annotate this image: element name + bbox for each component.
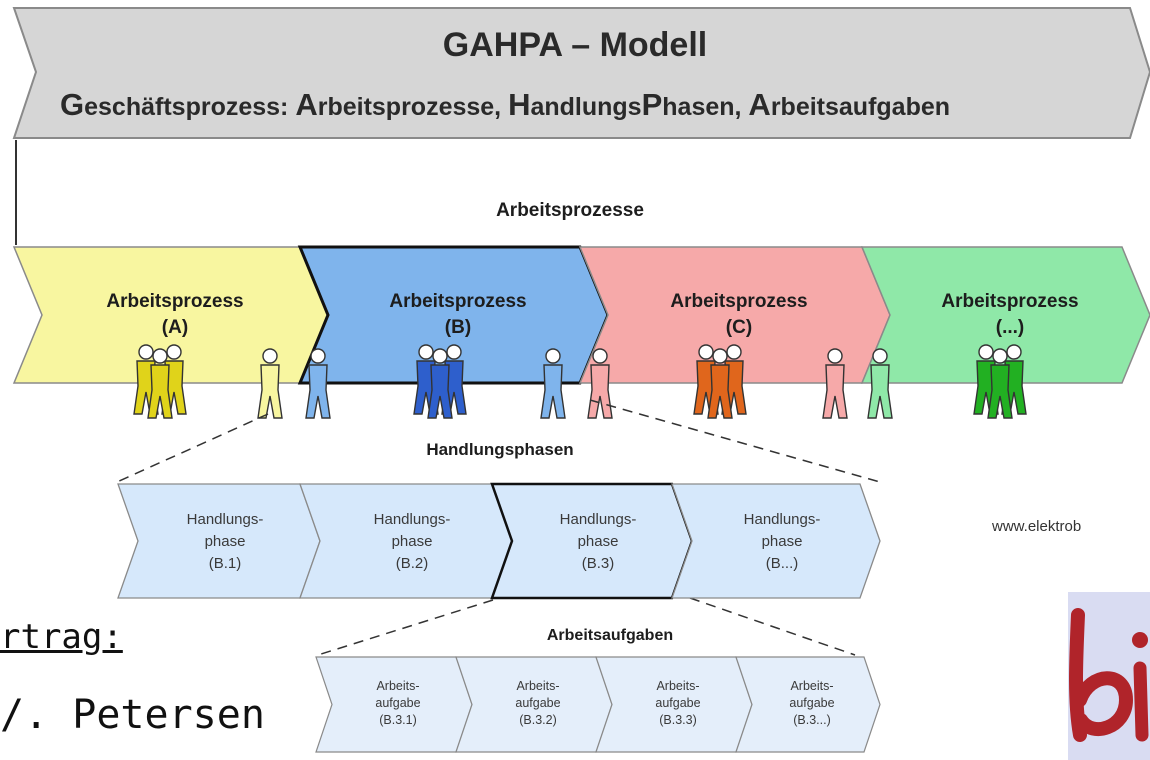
team-member-figure	[707, 348, 733, 419]
phase-id: (B.1)	[208, 555, 242, 572]
process-id: (...)	[995, 317, 1025, 338]
phase-id: (B.2)	[395, 555, 429, 572]
task-id: (B.3.1)	[379, 713, 417, 727]
task-line2: aufgabe	[515, 696, 561, 710]
handover-figure	[257, 348, 283, 419]
process-id: (C)	[725, 317, 753, 338]
task-id: (B.3.2)	[519, 713, 557, 727]
connector-task-right	[689, 597, 856, 656]
phase-chevrons	[117, 482, 881, 600]
phase-line2: phase	[204, 533, 246, 550]
task-line2: aufgabe	[655, 696, 701, 710]
source-url: www.elektrob	[992, 518, 1082, 535]
phase-line1: Handlungs-	[373, 511, 451, 528]
process-id: (A)	[161, 317, 189, 338]
connector-task-left	[317, 599, 494, 656]
phase-line2: phase	[391, 533, 433, 550]
task-id: (B.3.3)	[659, 713, 697, 727]
process-chevron	[860, 246, 1150, 384]
process-chevrons	[12, 245, 1150, 385]
arbeitsaufgaben-heading: Arbeitsaufgaben	[546, 627, 674, 644]
phase-id: (B...)	[765, 555, 799, 572]
logo-mark	[1069, 608, 1149, 742]
handover-figure	[540, 348, 566, 419]
handover-figure	[867, 348, 893, 419]
handlungsphasen-heading: Handlungsphasen	[426, 440, 574, 459]
task-line2: aufgabe	[789, 696, 835, 710]
subtitle-word: rbeitsprozesse,	[317, 93, 509, 121]
task-line1: Arbeits-	[376, 679, 420, 693]
task-chevron	[735, 656, 881, 753]
phase-line2: phase	[577, 533, 619, 550]
subtitle-initial: A	[748, 87, 771, 122]
task-chevrons	[315, 656, 881, 753]
title-banner	[12, 7, 1150, 139]
process-label: Arbeitsprozess	[670, 291, 808, 312]
phase-chevron	[671, 483, 881, 599]
handover-figure	[587, 348, 613, 419]
handover-figure	[305, 348, 331, 419]
subtitle-word: hasen,	[662, 93, 749, 121]
subtitle-word: eschäftsprozess:	[84, 93, 296, 121]
phase-line1: Handlungs-	[559, 511, 637, 528]
subtitle-word: rbeitsaufgaben	[770, 93, 951, 121]
task-line1: Arbeits-	[790, 679, 834, 693]
subtitle-initial: H	[508, 87, 531, 122]
arbeitsprozesse-heading: Arbeitsprozesse	[496, 200, 644, 221]
subtitle-word: andlungs	[530, 93, 642, 121]
process-id: (B)	[444, 317, 472, 338]
subtitle-initial: A	[295, 87, 318, 122]
task-line1: Arbeits-	[516, 679, 560, 693]
team-member-figure	[987, 348, 1013, 419]
task-line1: Arbeits-	[656, 679, 700, 693]
connector-phase-left	[116, 413, 269, 483]
task-line2: aufgabe	[375, 696, 421, 710]
handover-figure	[822, 348, 848, 419]
team-member-figure	[147, 348, 173, 419]
team-member-figure	[427, 348, 453, 419]
process-label: Arbeitsprozess	[106, 291, 244, 312]
presenter-label: rtrag:	[0, 617, 123, 657]
subtitle-initial: P	[641, 87, 663, 122]
process-label: Arbeitsprozess	[389, 291, 527, 312]
subtitle-initial: G	[60, 87, 85, 122]
phase-line2: phase	[761, 533, 803, 550]
people-figures	[133, 344, 1027, 419]
banner-title: GAHPA – Modell	[442, 26, 708, 64]
phase-id: (B.3)	[581, 555, 615, 572]
presenter-name: /. Petersen	[0, 692, 265, 738]
banner-subtitle: Geschäftsprozess: Arbeitsprozesse, Handl…	[60, 87, 950, 123]
process-label: Arbeitsprozess	[941, 291, 1079, 312]
phase-line1: Handlungs-	[186, 511, 264, 528]
task-id: (B.3...)	[793, 713, 831, 727]
phase-line1: Handlungs-	[743, 511, 821, 528]
